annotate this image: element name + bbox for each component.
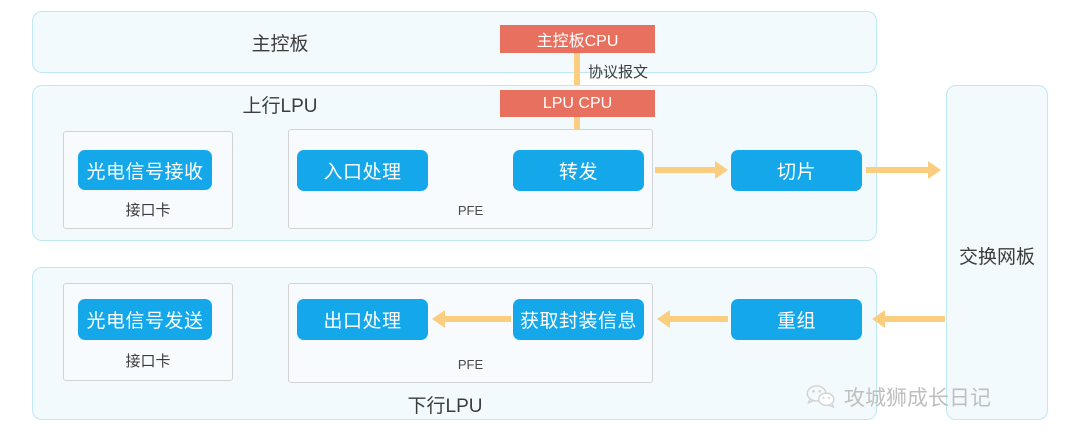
main-board-label: 主控板 <box>251 33 309 55</box>
downlink-get-encap-info-box: 获取封装信息 <box>513 299 644 340</box>
switch-fabric-label: 交换网板 <box>958 246 1035 268</box>
uplink-lpu-cpu-box: LPU CPU <box>500 90 655 117</box>
uplink-forward-box: 转发 <box>513 150 644 191</box>
downlink-optical-send-box: 光电信号发送 <box>78 299 212 340</box>
reassemble-to-encap-arrow-head <box>657 310 670 328</box>
protocol-arrow-line <box>574 53 580 89</box>
uplink-lpu-label: 上行LPU <box>242 95 318 117</box>
downlink-egress-process-box: 出口处理 <box>297 299 428 340</box>
downlink-reassemble-box: 重组 <box>731 299 862 340</box>
downlink-pfe-caption: PFE <box>457 356 484 372</box>
wechat-icon <box>806 385 835 408</box>
downlink-lpu-label: 下行LPU <box>407 395 483 417</box>
uplink-interface-card-caption: 接口卡 <box>125 201 171 219</box>
fabric-to-reassemble-arrow-head <box>872 310 885 328</box>
encap-to-egress-arrow-line <box>445 316 511 322</box>
uplink-optical-receive-box: 光电信号接收 <box>78 150 212 190</box>
main-board-panel <box>32 11 877 73</box>
forward-to-slice-arrow-head <box>715 161 728 179</box>
reassemble-to-encap-arrow-line <box>670 316 728 322</box>
downlink-interface-card-caption: 接口卡 <box>125 352 171 370</box>
forward-to-slice-arrow-line <box>655 167 715 173</box>
watermark-text: 攻城狮成长日记 <box>844 386 991 410</box>
protocol-arrow-label: 协议报文 <box>588 63 649 81</box>
uplink-ingress-process-box: 入口处理 <box>297 150 428 191</box>
uplink-pfe-caption: PFE <box>457 202 484 218</box>
fabric-to-reassemble-arrow-line <box>885 316 945 322</box>
slice-to-fabric-arrow-line <box>866 167 928 173</box>
encap-to-egress-arrow-head <box>432 310 445 328</box>
slice-to-fabric-arrow-head <box>928 161 941 179</box>
uplink-slice-box: 切片 <box>731 150 862 191</box>
watermark: 攻城狮成长日记 <box>806 382 991 412</box>
main-board-cpu-box: 主控板CPU <box>500 25 655 53</box>
switch-fabric-panel <box>946 85 1048 420</box>
